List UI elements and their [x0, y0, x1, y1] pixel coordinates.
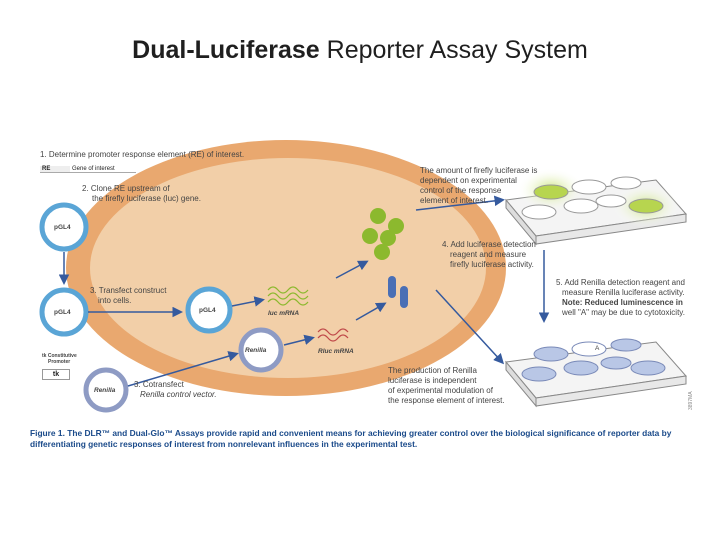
rluc-mrna: [317, 328, 349, 342]
step-3b-line1: 3. Cotransfect: [134, 380, 184, 389]
figure-id: 3897MA: [688, 391, 694, 410]
plasmid-pgl4-b: [39, 287, 89, 337]
slide-title-rest: Reporter Assay System: [319, 36, 588, 64]
step-4-line1: 4. Add luciferase detection: [442, 240, 536, 249]
step-5-line2: measure Renilla luciferase activity.: [562, 288, 685, 297]
plasmid-label-pgl4-a: pGL4: [54, 224, 71, 231]
re-label: RE: [40, 166, 70, 173]
plasmid-pgl4-cell: [185, 286, 233, 334]
tk-box: tk: [42, 369, 70, 380]
arrow-cotransfect: [127, 351, 239, 387]
renilla-protein: [400, 286, 408, 308]
arrow-to-luc: [231, 296, 265, 307]
step-3-line2: into cells.: [98, 296, 132, 305]
slide-title-bold: Dual-Luciferase: [132, 36, 320, 64]
cell-inner: [90, 158, 486, 378]
gene-label: Gene of interest: [70, 166, 136, 173]
step-5-line1: 5. Add Renilla detection reagent and: [556, 278, 685, 287]
assay-figure: 1. Determine promoter response element (…: [36, 140, 696, 416]
firefly-note-line2: dependent on experimental: [420, 176, 517, 185]
arrow-to-rluc: [283, 334, 315, 346]
step-5-line3: Note: Reduced luminescence in: [562, 298, 683, 307]
firefly-note-line1: The amount of firefly luciferase is: [420, 166, 538, 175]
plasmid-label-pgl4-b: pGL4: [54, 309, 71, 316]
well-firefly-lit: [628, 198, 664, 214]
plasmid-label-renilla: Renilla: [94, 387, 116, 394]
renilla-note-line4: the response element of interest.: [388, 396, 505, 405]
plasmid-pgl4-a: [39, 202, 89, 252]
plasmid-renilla-cell: [238, 327, 284, 373]
step-2-line1: 2. Clone RE upstream of: [82, 184, 170, 193]
well-firefly-lit: [533, 184, 569, 200]
arrow-to-plate-top: [415, 195, 505, 211]
caption-line1: Figure 1. The DLR™ and Dual-Glo™ Assays …: [30, 428, 672, 438]
arrow-to-renilla-protein: [355, 302, 387, 321]
step-4-line3: firefly luciferase activity.: [450, 260, 534, 269]
rluc-mrna-label: Rluc mRNA: [318, 348, 354, 355]
step-4-line2: reagent and measure: [450, 250, 527, 259]
renilla-note-line2: luciferase is independent: [388, 376, 477, 385]
well-a-label: A: [595, 345, 600, 352]
firefly-note-line4: element of interest.: [420, 196, 489, 205]
luc-mrna-label: luc mRNA: [268, 310, 300, 317]
step-3b-line2: Renilla control vector.: [140, 390, 217, 399]
step-3-line1: 3. Transfect construct: [90, 286, 167, 295]
renilla-note-line3: of experimental modulation of: [388, 386, 493, 395]
arrow-to-plate-bottom: [435, 289, 505, 365]
tk-promoter-line2: Promoter: [48, 359, 71, 365]
step-5-line4: well "A" may be due to cytotoxicity.: [562, 308, 685, 317]
firefly-protein: [374, 244, 390, 260]
figure-caption: Figure 1. The DLR™ and Dual-Glo™ Assays …: [30, 428, 690, 450]
firefly-protein: [370, 208, 386, 224]
caption-line2: differentiating genetic responses of int…: [30, 439, 418, 449]
plasmid-renilla: [83, 367, 129, 413]
firefly-protein: [388, 218, 404, 234]
luc-mrna: [267, 286, 309, 306]
renilla-protein: [388, 276, 396, 298]
arrow-to-firefly: [335, 260, 369, 279]
slide-title: Dual-Luciferase Reporter Assay System: [0, 36, 720, 65]
renilla-note-line1: The production of Renilla: [388, 366, 477, 375]
step-1: 1. Determine promoter response element (…: [40, 150, 245, 159]
plasmid-label-renilla-cell: Renilla: [245, 347, 267, 354]
plasmid-label-pgl4-c: pGL4: [199, 307, 216, 314]
plate-firefly: [505, 168, 687, 246]
tk-promoter-line1: tk Constitutive: [42, 353, 77, 359]
well-a: [571, 341, 607, 357]
step-2-line2: the firefly luciferase (luc) gene.: [92, 194, 201, 203]
firefly-note-line3: control of the response: [420, 186, 502, 195]
assay-diagram: [39, 140, 687, 413]
plate-renilla: [505, 338, 687, 408]
firefly-protein: [380, 230, 396, 246]
firefly-protein: [362, 228, 378, 244]
